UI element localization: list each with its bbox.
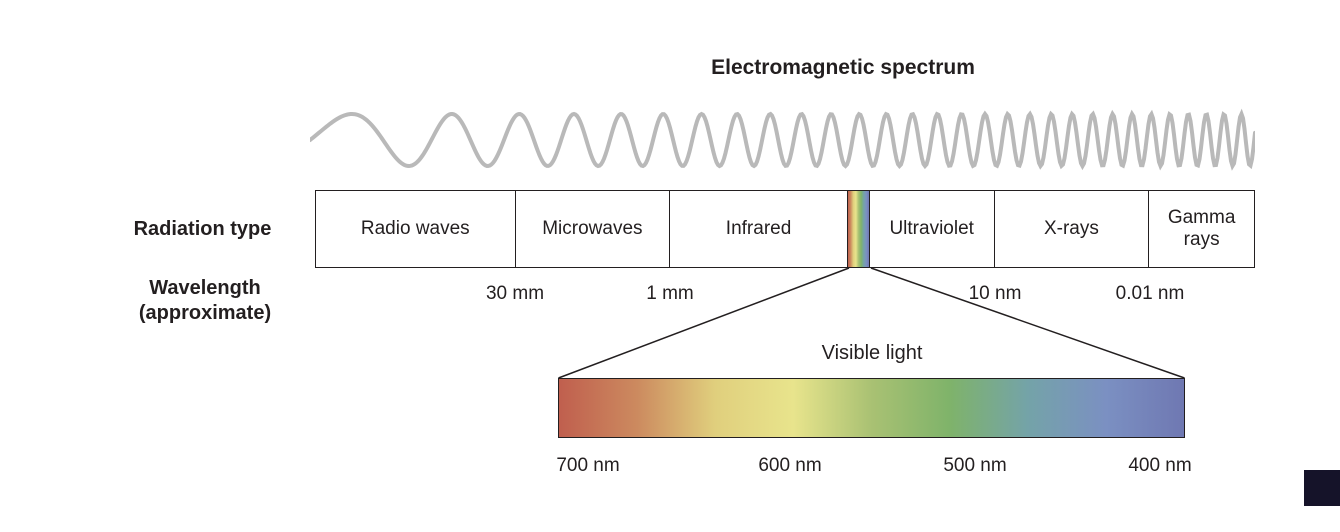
wavelength-marker-30mm: 30 mm [485, 283, 545, 304]
visible-light-bar [558, 378, 1185, 438]
band-radio-waves: Radio waves [316, 191, 516, 267]
band-microwaves: Microwaves [516, 191, 671, 267]
visible-light-label: Visible light [821, 342, 923, 364]
band-infrared: Infrared [670, 191, 848, 267]
visible-wavelength-600nm: 600 nm [758, 455, 822, 476]
corner-artifact [1304, 470, 1340, 506]
wavelength-label-line2: (approximate) [138, 302, 272, 324]
radiation-type-label: Radiation type [133, 218, 272, 240]
wavelength-label-line1: Wavelength [149, 277, 261, 299]
visible-wavelength-400nm: 400 nm [1128, 455, 1192, 476]
band-x-rays: X-rays [995, 191, 1150, 267]
diagram-title: Electromagnetic spectrum [711, 56, 975, 79]
band-ultraviolet: Ultraviolet [870, 191, 995, 267]
wavelength-label: Wavelength (approximate) [95, 276, 315, 326]
em-wave-svg [308, 108, 1257, 171]
wavelength-marker-1mm: 1 mm [646, 283, 694, 304]
wavelength-marker-10nm: 10 nm [968, 283, 1022, 304]
em-wave-path [308, 108, 1257, 171]
band-gamma-rays: Gamma rays [1167, 207, 1236, 250]
visible-wavelength-700nm: 700 nm [556, 455, 620, 476]
visible-wavelength-500nm: 500 nm [943, 455, 1007, 476]
em-wave [308, 104, 1257, 176]
radiation-type-row: Radio waves Microwaves Infrared Ultravio… [315, 190, 1255, 268]
band-visible-strip [847, 191, 870, 267]
wavelength-marker-0p01nm: 0.01 nm [1115, 283, 1185, 304]
